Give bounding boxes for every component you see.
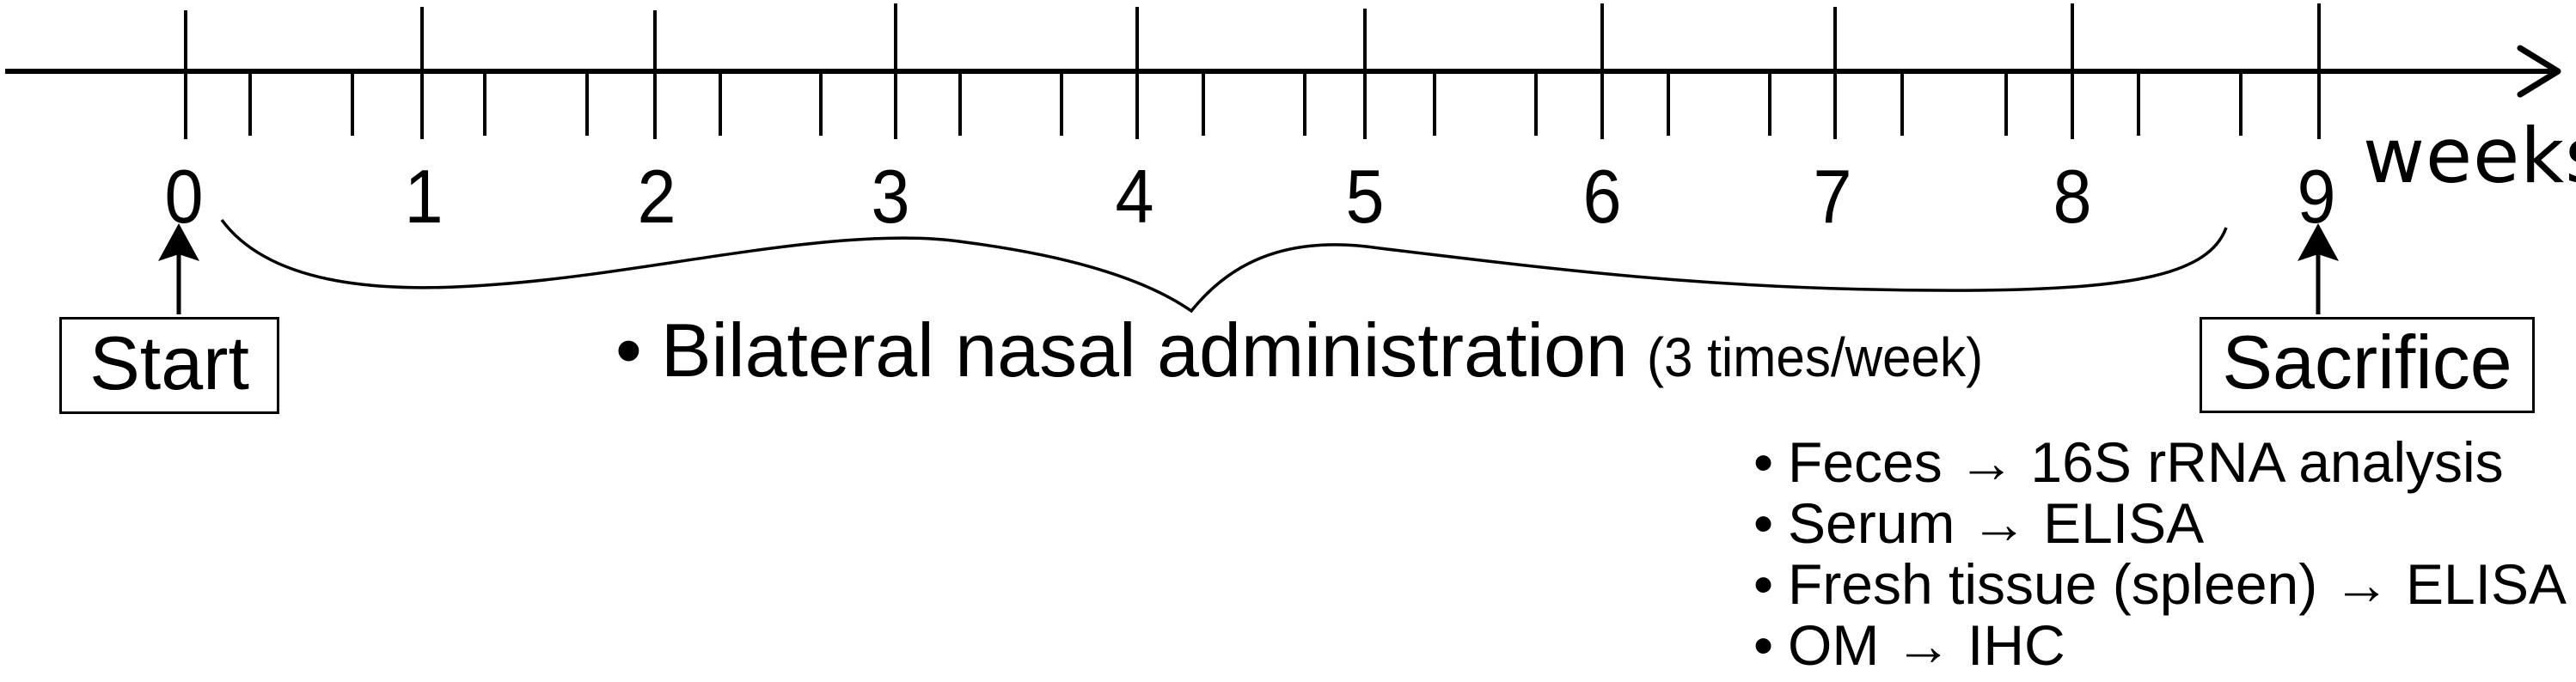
outcome-item: • Feces → 16S rRNA analysis [1753, 429, 2567, 494]
minor-ticks [248, 71, 2243, 136]
week-label-9: 9 [2297, 154, 2336, 239]
week-label-0: 0 [164, 154, 204, 239]
start-box: Start [59, 317, 279, 414]
sacrifice-box: Sacrifice [2200, 317, 2535, 413]
start-arrow-icon [158, 223, 199, 314]
major-ticks [184, 3, 2321, 139]
outcome-item: • Fresh tissue (spleen) → ELISA [1753, 551, 2567, 616]
outcome-sample: OM [1788, 613, 1880, 677]
bullet-icon: • [615, 308, 642, 393]
treatment-description: • Bilateral nasal administration (3 time… [615, 313, 2004, 388]
sacrifice-arrow-icon [2298, 223, 2339, 314]
arrow-right-icon: → [2333, 552, 2390, 616]
week-label-4: 4 [1115, 154, 1154, 239]
arrow-right-icon: → [1894, 613, 1952, 677]
arrow-right-icon: → [1958, 430, 2016, 494]
bullet-icon: • [1753, 430, 1774, 494]
outcome-item: • Serum → ELISA [1753, 490, 2567, 555]
week-label-2: 2 [637, 154, 676, 239]
administration-brace [220, 218, 2228, 314]
week-label-3: 3 [871, 154, 910, 239]
sacrifice-label: Sacrifice [2222, 320, 2512, 405]
arrow-right-icon: → [1970, 491, 2028, 555]
axis-unit-label: weeks [2363, 112, 2576, 200]
sacrifice-outcomes-list: • Feces → 16S rRNA analysis • Serum → EL… [1753, 429, 2567, 677]
week-label-1: 1 [404, 154, 444, 239]
bullet-icon: • [1753, 613, 1774, 677]
axis-arrow-icon [2517, 45, 2561, 98]
outcome-sample: Fresh tissue (spleen) [1788, 552, 2318, 616]
outcome-assay: 16S rRNA analysis [2030, 430, 2504, 494]
week-label-6: 6 [1582, 154, 1622, 239]
bullet-icon: • [1753, 491, 1774, 555]
outcome-assay: ELISA [2043, 491, 2205, 555]
week-label-8: 8 [2053, 154, 2092, 239]
week-label-5: 5 [1345, 154, 1385, 239]
outcome-item: • OM → IHC [1753, 612, 2567, 677]
treatment-frequency: (3 times/week) [1646, 326, 1983, 388]
treatment-label: Bilateral nasal administration [660, 308, 1628, 393]
start-label: Start [89, 320, 249, 405]
outcome-assay: IHC [1967, 613, 2065, 677]
outcome-sample: Serum [1788, 491, 1955, 555]
bullet-icon: • [1753, 552, 1774, 616]
outcome-sample: Feces [1788, 430, 1943, 494]
outcome-assay: ELISA [2405, 552, 2567, 616]
week-label-7: 7 [1813, 154, 1852, 239]
